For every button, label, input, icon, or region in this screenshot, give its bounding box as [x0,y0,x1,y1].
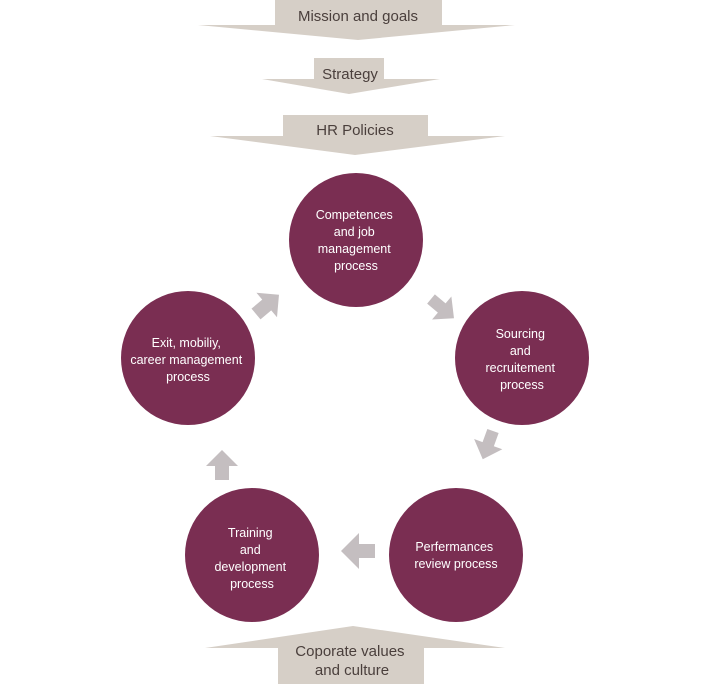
competences-circle [289,173,423,307]
sourcing-line-4: process [500,378,544,392]
cycle-arrows [206,292,503,569]
competences-line-4: process [334,259,378,273]
hr-policies-label: HR Policies [316,122,394,139]
strategy-arrow: Strategy [262,58,440,94]
process-training: Training and development process [185,488,319,622]
competences-line-1: Competences [316,208,393,222]
svg-text:Coporate values and cult: Coporate values and culture [295,643,408,679]
exit-line-3: process [166,370,210,384]
svg-text:Training and devel: Training and development process [214,526,289,591]
performances-line-2: review process [414,557,497,571]
performances-line-1: Perfermances [415,540,493,554]
competences-line-2: and job [334,225,375,239]
mission-goals-arrow: Mission and goals [198,0,515,40]
exit-circle [121,291,255,425]
cycle-arrow-4 [206,450,238,480]
training-line-3: development [214,560,286,574]
training-line-4: process [230,577,274,591]
cycle-arrow-5 [251,292,279,320]
process-sourcing: Sourcing and recruitement process [455,291,589,425]
process-performances: Perfermances review process [389,488,523,622]
cycle-arrow-1 [427,294,454,320]
svg-text:Sourcing and recru: Sourcing and recruitement process [486,327,559,392]
competences-line-3: management [318,242,391,256]
corporate-values-line-2: and culture [315,662,389,679]
sourcing-line-2: and [510,344,531,358]
corporate-values-arrow: Coporate values and culture [205,626,505,684]
exit-line-1: Exit, mobiliy, [152,336,221,350]
cycle-arrow-3 [341,533,375,569]
training-circle [185,488,319,622]
process-exit: Exit, mobiliy, career management process [121,291,255,425]
exit-line-2: career management [130,353,242,367]
process-competences: Competences and job management process [289,173,423,307]
training-line-2: and [240,543,261,557]
hr-policies-arrow: HR Policies [210,115,505,155]
performances-circle [389,488,523,622]
training-line-1: Training [228,526,273,540]
corporate-values-line-1: Coporate values [295,643,404,660]
svg-text:Exit, mobiliy, career ma: Exit, mobiliy, career management process [130,336,245,384]
cycle-arrow-2 [474,428,503,460]
svg-text:Competences and job: Competences and job management process [316,208,397,273]
sourcing-line-3: recruitement [486,361,556,375]
strategy-label: Strategy [322,66,378,83]
sourcing-circle [455,291,589,425]
sourcing-line-1: Sourcing [496,327,545,341]
svg-text:Perfermances review proc: Perfermances review process [414,540,497,571]
mission-goals-label: Mission and goals [298,8,418,25]
